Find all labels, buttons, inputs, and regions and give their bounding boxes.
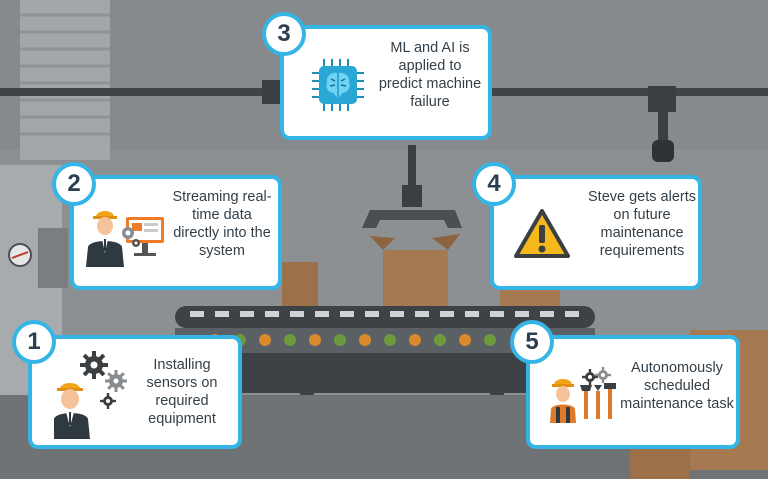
step-3-badge: 3	[262, 12, 306, 56]
step-3-card: ML and AI is applied to predict machine …	[280, 25, 492, 140]
step-4-badge: 4	[472, 162, 516, 206]
step-1-text: Installing sensors on required equipment	[146, 357, 218, 427]
engineer-with-gears-icon	[54, 351, 127, 439]
step-2-card: Streaming real-time data directly into t…	[70, 175, 282, 290]
step-5-text: Autonomously scheduled maintenance task	[620, 360, 734, 412]
ai-brain-chip-icon	[312, 59, 364, 111]
step-1-badge: 1	[12, 320, 56, 364]
step-5-badge: 5	[510, 320, 554, 364]
step-3-text: ML and AI is applied to predict machine …	[378, 40, 482, 110]
step-2-badge: 2	[52, 162, 96, 206]
step-2-text: Streaming real-time data directly into t…	[172, 189, 272, 259]
step-4-text: Steve gets alerts on future maintenance …	[588, 189, 696, 259]
step-4-card: Steve gets alerts on future maintenance …	[490, 175, 702, 290]
step-1-card: Installing sensors on required equipment	[28, 335, 242, 449]
engineer-at-monitor-icon	[86, 211, 164, 267]
step-5-card: Autonomously scheduled maintenance task	[526, 335, 740, 449]
warning-triangle-icon	[514, 209, 570, 258]
engineer-with-tools-icon	[550, 367, 616, 423]
